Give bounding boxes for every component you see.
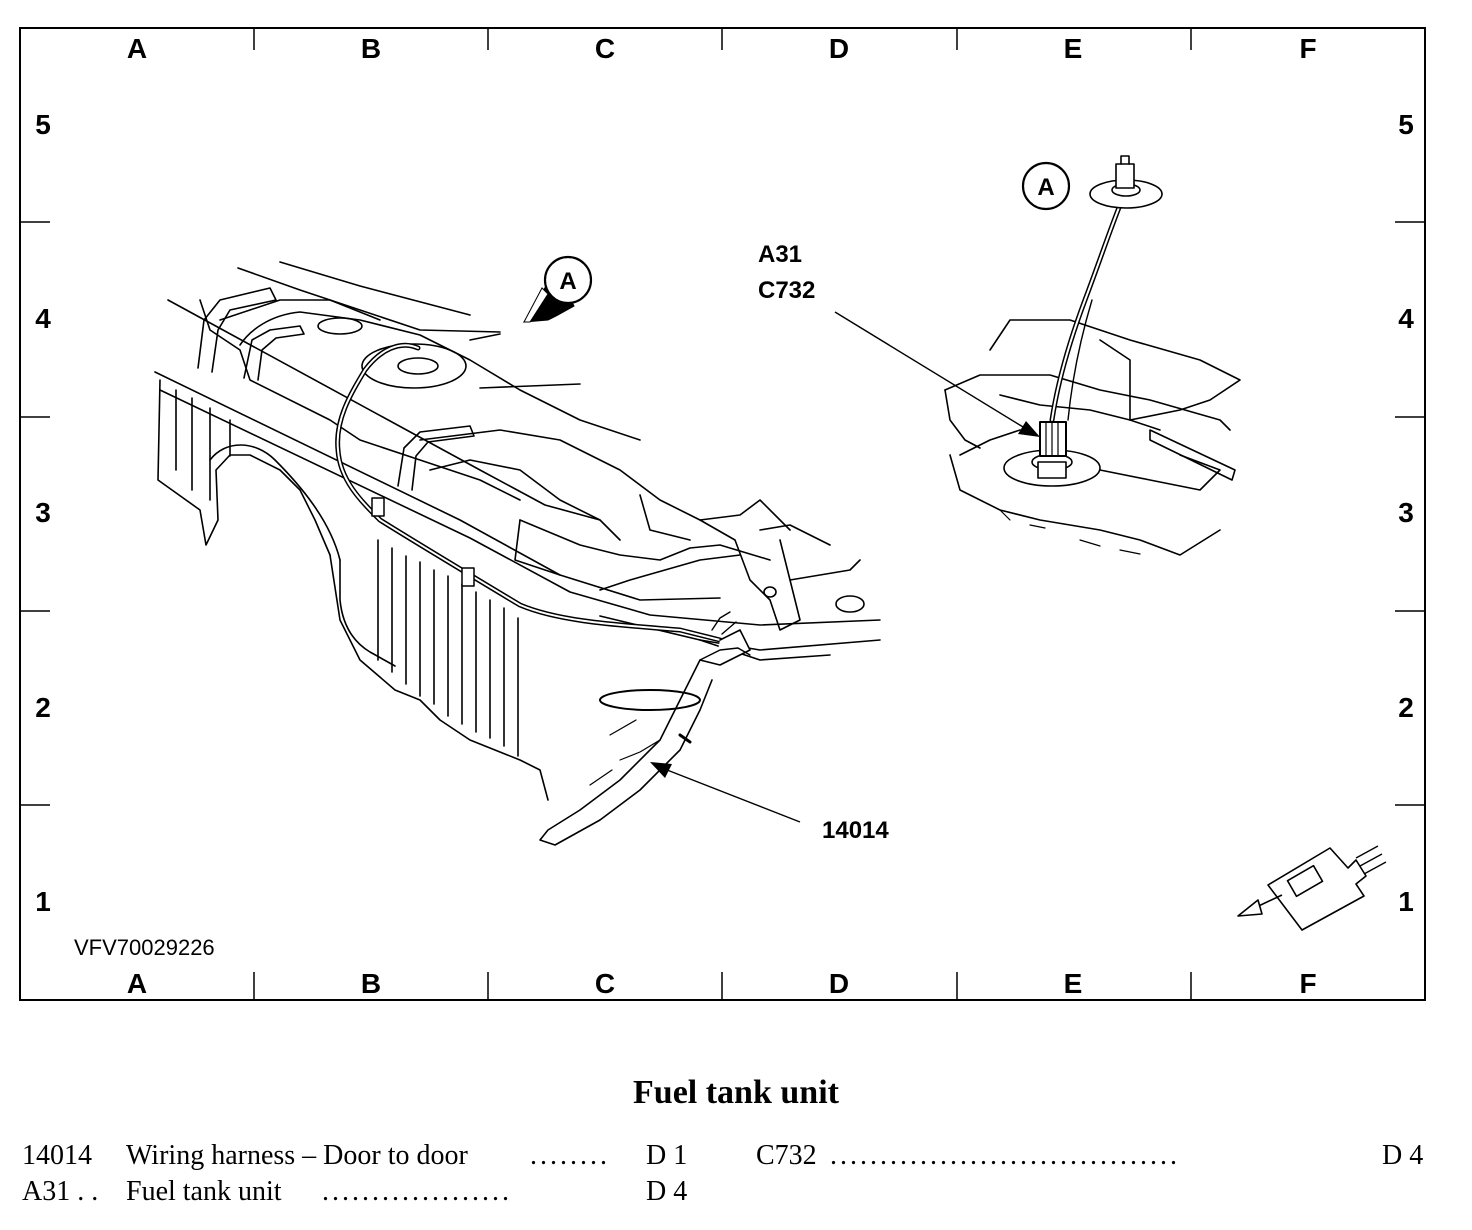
legend-leader-dots: ...................................: [830, 1140, 1180, 1171]
wiring-harness-14014: [335, 342, 751, 846]
callout-connector: C732: [758, 277, 815, 304]
row-label-left-4: 4: [35, 303, 51, 334]
bottom-column-ticks: [253, 972, 1192, 1000]
legend-description: Wiring harness – Door to door: [126, 1140, 468, 1171]
legend-location: D 1: [646, 1140, 688, 1171]
wiring-diagram: A B C D E F A B C D E F 5 4 3 2 1 5 4 3 …: [19, 27, 1426, 1001]
drawing-id: VFV70029226: [74, 935, 215, 960]
detail-view-drawing: [944, 155, 1241, 556]
col-label-bottom-d: D: [829, 968, 849, 999]
top-column-ticks: [253, 28, 1192, 50]
row-label-left-2: 2: [35, 692, 51, 723]
callout-arrow-14014: [650, 762, 801, 823]
legend-code: C732: [756, 1140, 817, 1171]
col-label-top-a: A: [127, 33, 147, 64]
legend-location: D 4: [1382, 1140, 1424, 1171]
col-label-bottom-f: F: [1299, 968, 1316, 999]
diagram-border: [19, 27, 1426, 1001]
col-label-top-b: B: [361, 33, 381, 64]
row-label-left-1: 1: [35, 886, 51, 917]
callout-fuel-tank-unit: A31: [758, 241, 802, 268]
left-row-ticks: [20, 221, 50, 806]
legend-code: 14014: [22, 1140, 92, 1171]
col-label-bottom-e: E: [1064, 968, 1083, 999]
view-marker-label: A: [559, 268, 576, 295]
row-label-right-4: 4: [1398, 303, 1414, 334]
vehicle-floor-drawing: [154, 261, 881, 801]
col-label-bottom-a: A: [127, 968, 147, 999]
legend-location: D 4: [646, 1176, 688, 1207]
right-row-ticks: [1395, 221, 1425, 806]
detail-marker-label: A: [1037, 174, 1054, 201]
connector-icon: [1237, 845, 1387, 931]
legend-item: 14014 Wiring harness – Door to door ....…: [22, 1140, 702, 1174]
row-label-left-3: 3: [35, 497, 51, 528]
row-label-left-5: 5: [35, 109, 51, 140]
legend-leader-dots: ........: [530, 1140, 610, 1171]
legend-leader-dots: ...................: [322, 1176, 512, 1207]
caption-title: Fuel tank unit: [633, 1074, 839, 1111]
col-label-top-f: F: [1299, 33, 1316, 64]
row-label-right-2: 2: [1398, 692, 1414, 723]
legend-item: A31 . . Fuel tank unit .................…: [22, 1176, 702, 1210]
row-label-right-1: 1: [1398, 886, 1414, 917]
row-label-right-3: 3: [1398, 497, 1414, 528]
col-label-bottom-c: C: [595, 968, 615, 999]
view-arrow-icon: [523, 255, 593, 323]
callout-harness-code: 14014: [822, 817, 889, 844]
row-label-right-5: 5: [1398, 109, 1414, 140]
col-label-bottom-b: B: [361, 968, 381, 999]
legend-item: C732 ...................................…: [756, 1140, 1436, 1174]
col-label-top-c: C: [595, 33, 615, 64]
detail-marker-circle: [1021, 161, 1071, 211]
callout-arrow-a31: [834, 311, 1040, 437]
legend-description: Fuel tank unit: [126, 1176, 282, 1207]
legend-code: A31 . .: [22, 1176, 99, 1207]
col-label-top-d: D: [829, 33, 849, 64]
col-label-top-e: E: [1064, 33, 1083, 64]
